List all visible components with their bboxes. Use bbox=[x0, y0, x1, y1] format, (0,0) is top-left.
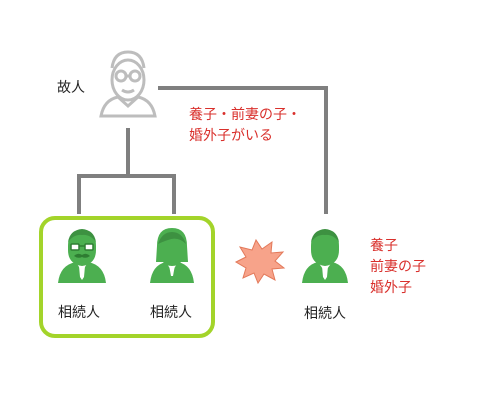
connector-lines bbox=[77, 86, 328, 214]
heir-man-glasses-icon bbox=[58, 229, 106, 283]
top-note-line: 婚外子がいる bbox=[189, 128, 273, 144]
heir-woman-icon bbox=[150, 228, 194, 283]
heir-label-middle: 相続人 bbox=[150, 305, 192, 321]
top-note-line: 養子・前妻の子・ bbox=[189, 107, 301, 123]
conflict-burst-icon bbox=[234, 238, 286, 285]
right-note: 養子 前妻の子 婚外子 bbox=[370, 236, 426, 299]
right-note-line: 養子 bbox=[370, 238, 398, 254]
heir-man-right-icon bbox=[302, 229, 348, 283]
heir-label-left: 相続人 bbox=[58, 305, 100, 321]
deceased-to-children-line bbox=[77, 128, 176, 214]
heir-label-right: 相続人 bbox=[304, 306, 346, 322]
right-note-line: 前妻の子 bbox=[370, 259, 426, 275]
heirs-group-frame bbox=[39, 216, 215, 338]
deceased-label: 故人 bbox=[57, 80, 85, 96]
deceased-to-right-heir-line bbox=[158, 86, 328, 214]
top-note: 養子・前妻の子・ 婚外子がいる bbox=[189, 105, 301, 147]
deceased-person-icon bbox=[99, 50, 157, 118]
right-note-line: 婚外子 bbox=[370, 280, 412, 296]
